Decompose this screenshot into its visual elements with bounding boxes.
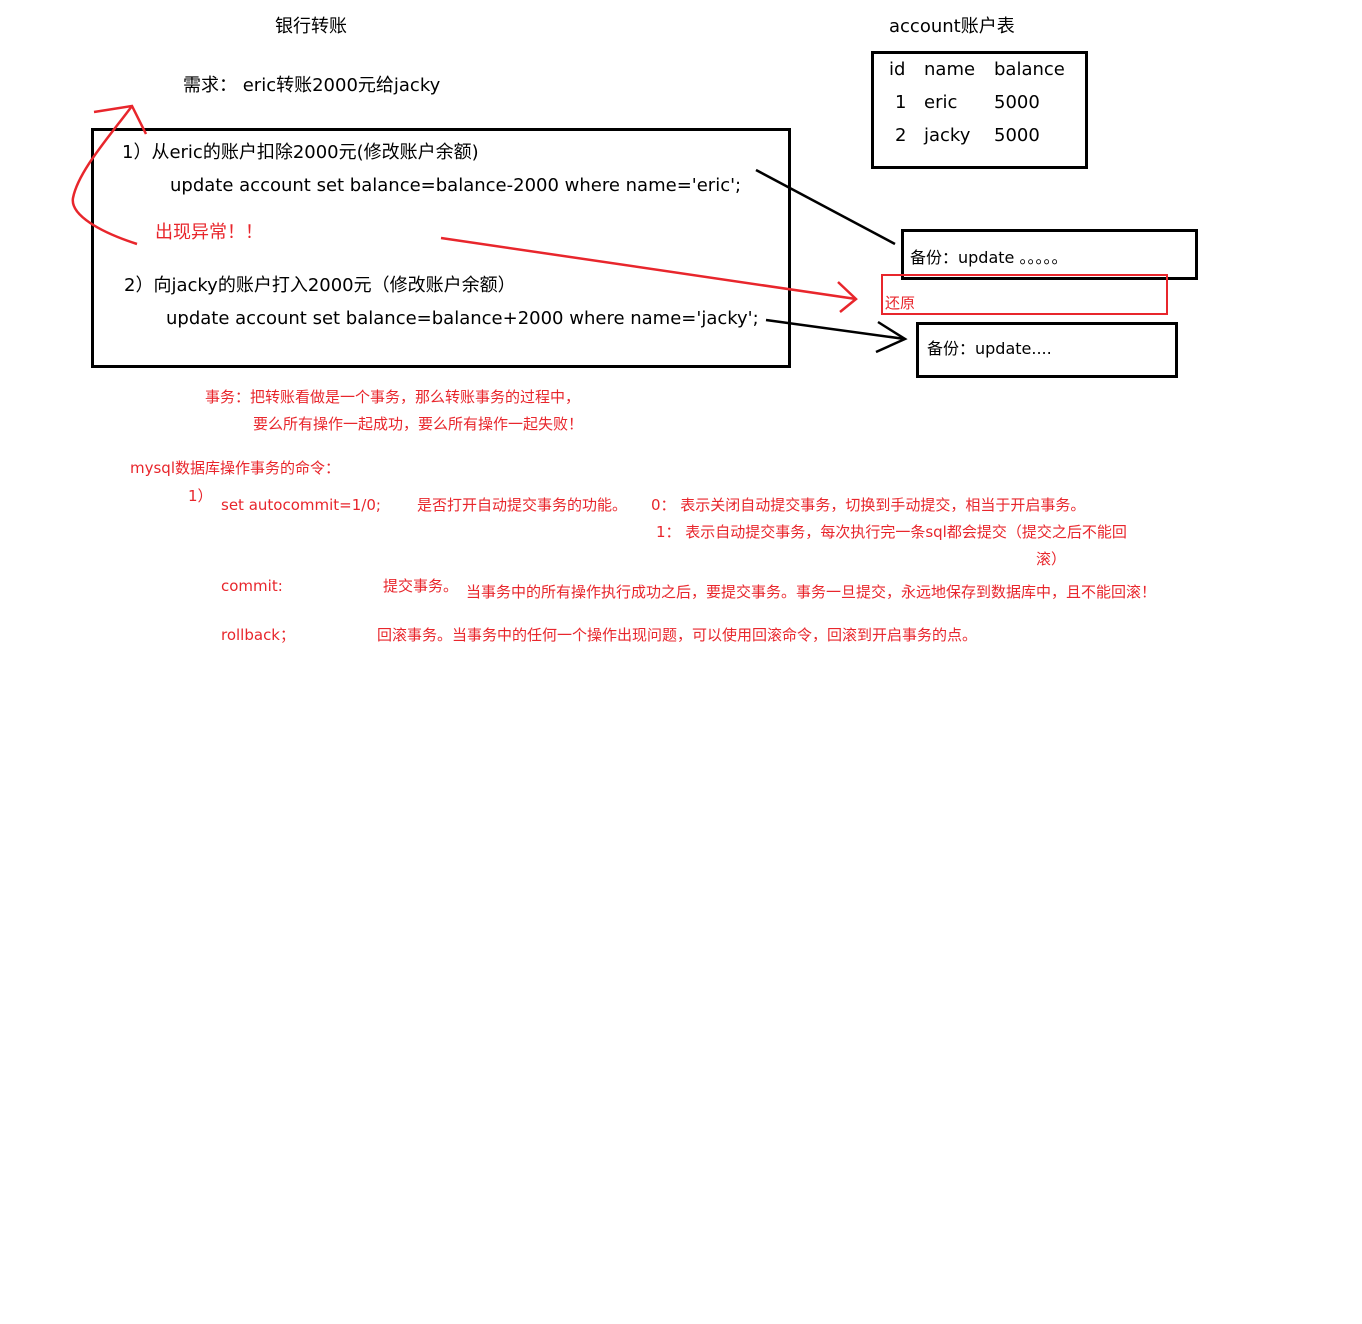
restore-text: 还原 xyxy=(885,294,916,312)
table-cell: jacky xyxy=(924,125,971,146)
diagram-title: 银行转账 xyxy=(275,16,347,37)
account-table xyxy=(871,51,1088,169)
account-table-title: account账户表 xyxy=(889,16,1015,37)
step1-sql: update account set balance=balance-2000 … xyxy=(170,175,742,196)
table-cell: 5000 xyxy=(994,92,1040,113)
table-cell: 5000 xyxy=(994,125,1040,146)
table-cell: eric xyxy=(924,92,958,113)
transaction-line-2: 要么所有操作一起成功，要么所有操作一起失败！ xyxy=(253,415,584,433)
table-header-balance: balance xyxy=(994,59,1065,80)
transaction-line-1: 事务：把转账看做是一个事务，那么转账事务的过程中， xyxy=(205,388,581,406)
backup-box-2 xyxy=(916,322,1178,378)
commit-command: commit: xyxy=(221,577,283,595)
rollback-description: 回滚事务。当事务中的任何一个操作出现问题，可以使用回滚命令，回滚到开启事务的点。 xyxy=(377,626,978,644)
step2-label: 2）向jacky的账户打入2000元（修改账户余额） xyxy=(124,275,516,296)
autocommit-one: 1： 表示自动提交事务，每次执行完一条sql都会提交（提交之后不能回 xyxy=(656,523,1127,541)
commit-short: 提交事务。 xyxy=(383,577,459,595)
backup-box-1 xyxy=(901,229,1198,280)
backup-2-text: 备份：update.... xyxy=(927,339,1052,358)
rollback-command: rollback； xyxy=(221,626,295,644)
step1-label: 1）从eric的账户扣除2000元(修改账户余额) xyxy=(122,142,479,163)
steps-box xyxy=(91,128,791,368)
autocommit-zero: 0： 表示关闭自动提交事务，切换到手动提交，相当于开启事务。 xyxy=(651,496,1086,514)
exception-label: 出现异常！！ xyxy=(155,222,263,243)
commands-heading: mysql数据库操作事务的命令： xyxy=(130,459,340,477)
table-header-id: id xyxy=(889,59,906,80)
command-index-1: 1） xyxy=(188,487,213,505)
red-exception-arrowhead xyxy=(837,281,858,313)
table-cell: 1 xyxy=(895,92,907,113)
backup-1-text: 备份：update 。。。。。 xyxy=(910,248,1068,267)
black-step2-arrowhead xyxy=(875,320,908,354)
step2-sql: update account set balance=balance+2000 … xyxy=(166,308,759,329)
table-header-name: name xyxy=(924,59,976,80)
commit-description: 当事务中的所有操作执行成功之后，要提交事务。事务一旦提交，永远地保存到数据库中，… xyxy=(466,583,1157,601)
autocommit-description: 是否打开自动提交事务的功能。 xyxy=(417,496,628,514)
restore-box xyxy=(881,274,1168,315)
requirement-text: 需求： eric转账2000元给jacky xyxy=(183,75,441,96)
table-cell: 2 xyxy=(895,125,907,146)
autocommit-command: set autocommit=1/0; xyxy=(221,496,381,514)
autocommit-one-cont: 滚） xyxy=(1036,550,1067,568)
